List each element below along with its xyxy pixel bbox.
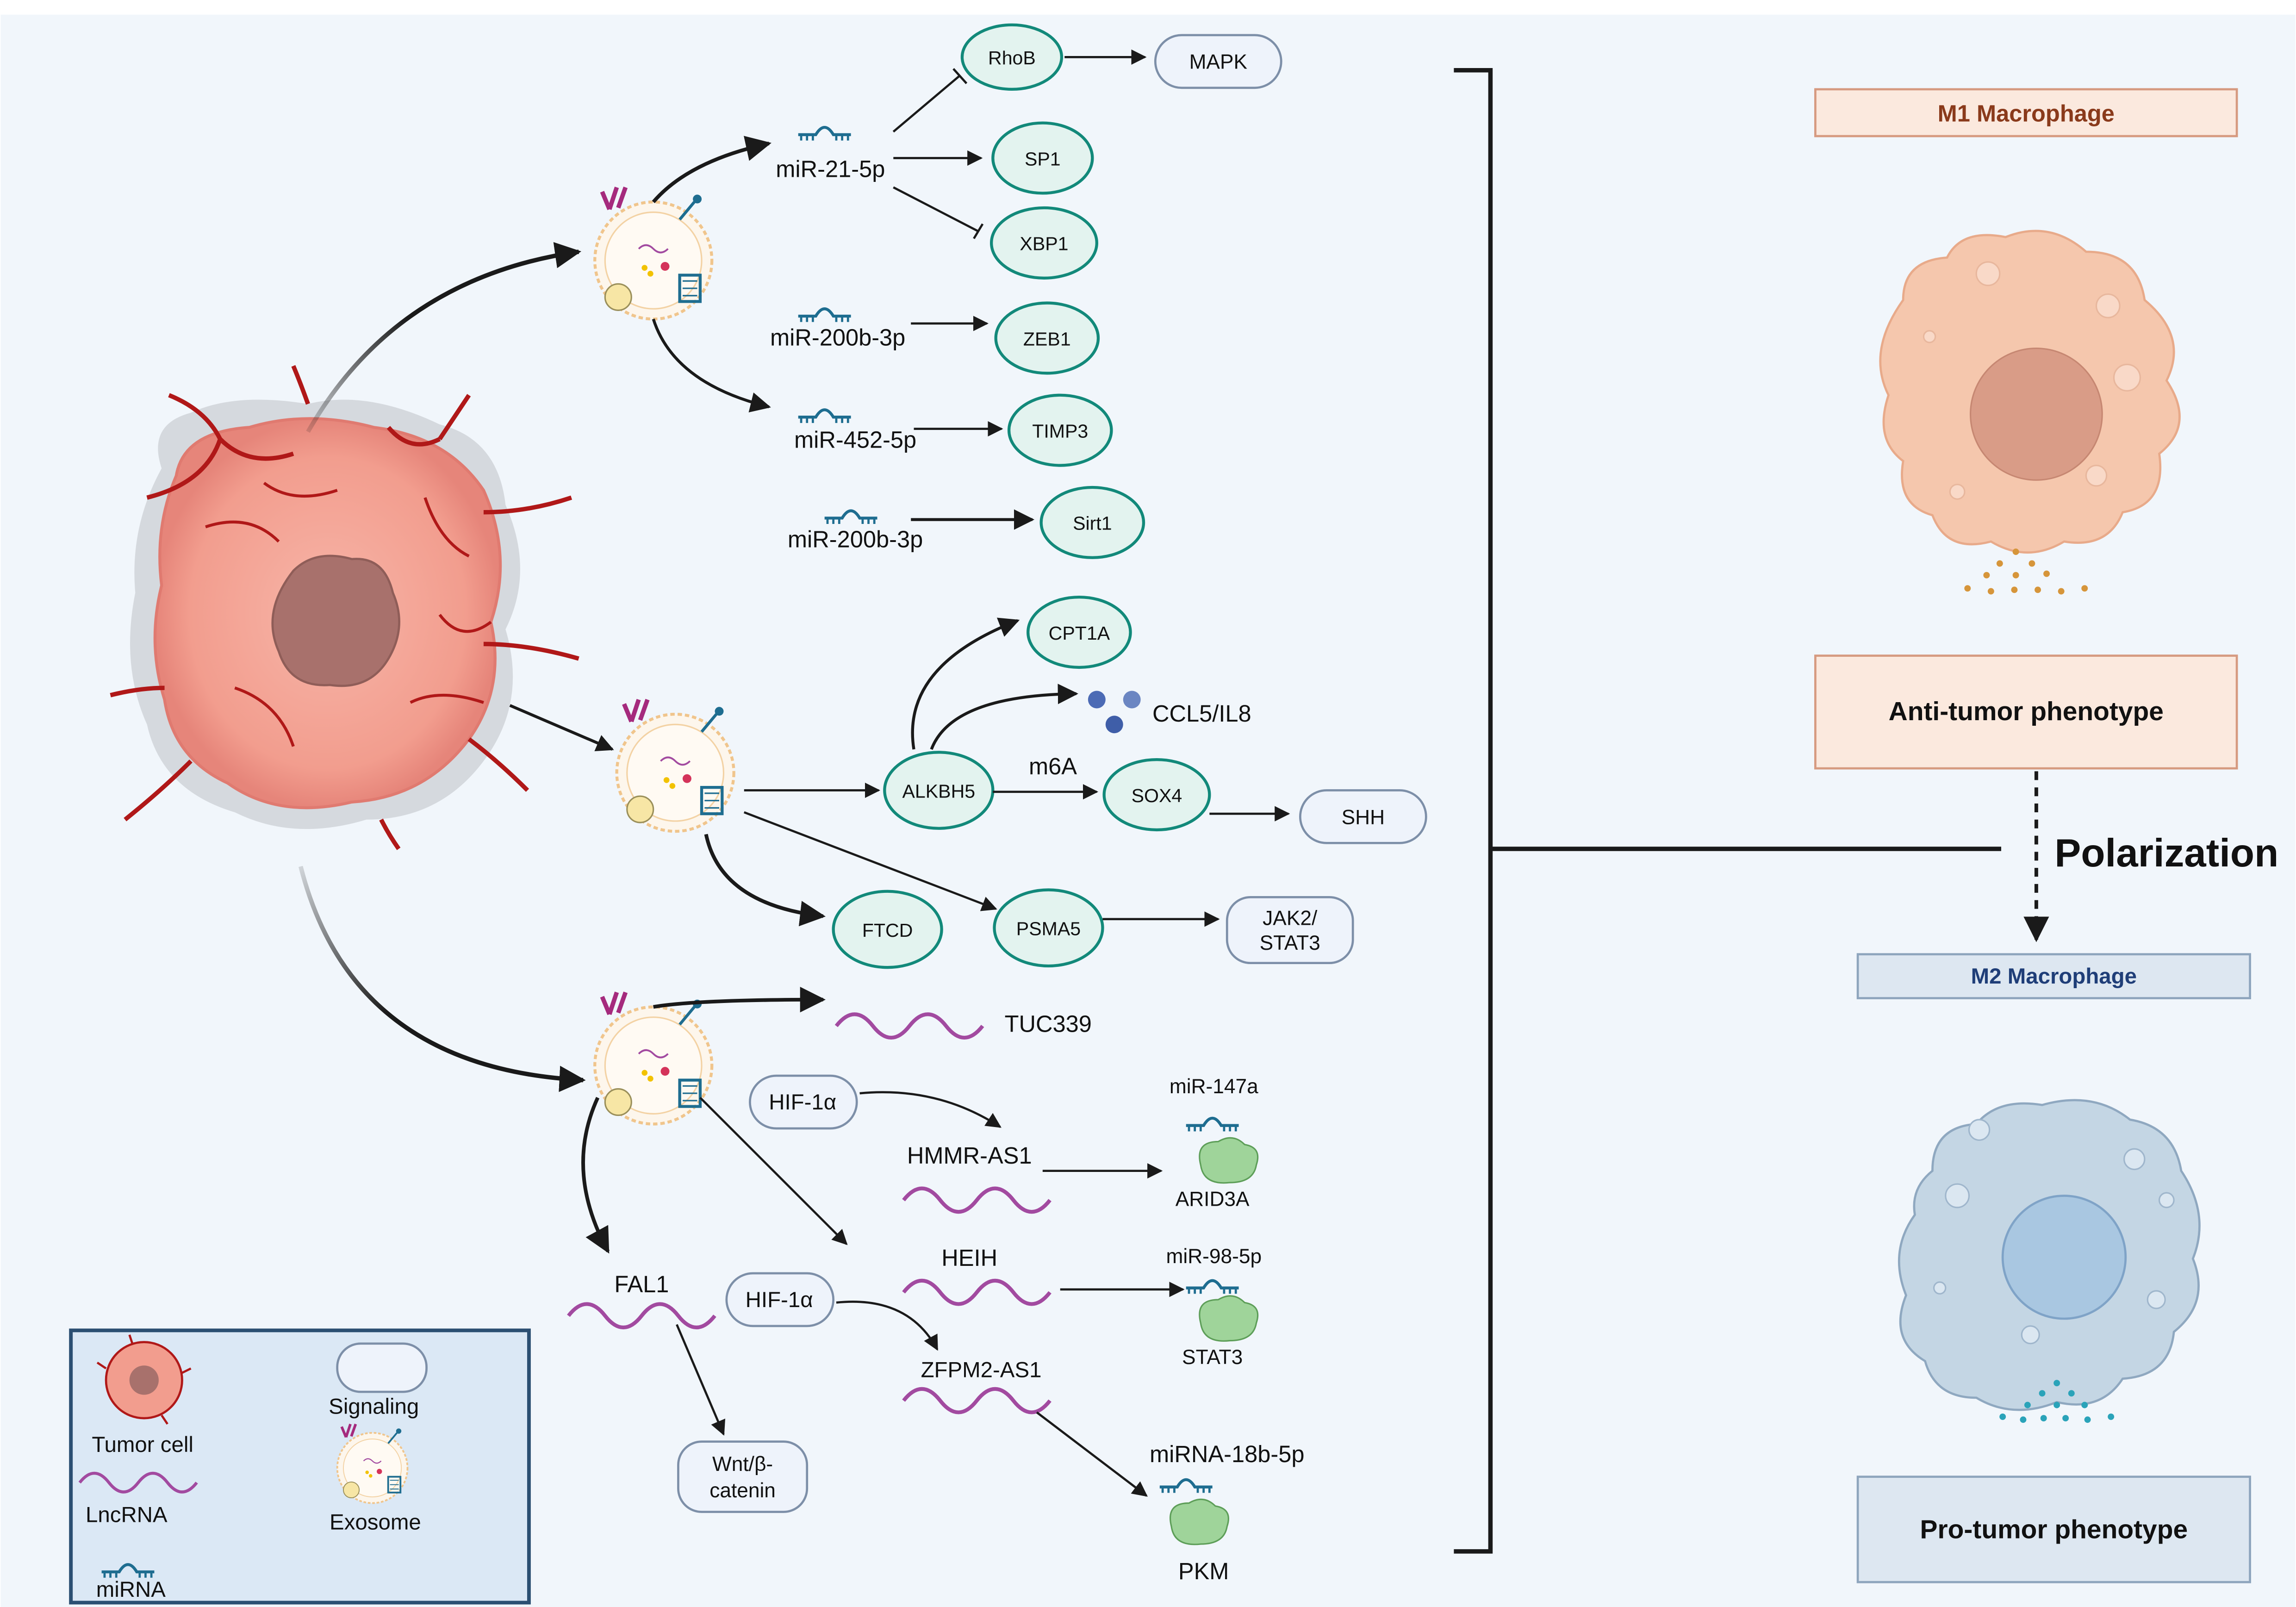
- wnt-catenin-node: Wnt/β- catenin: [677, 1440, 809, 1513]
- tumor-to-exosome-3-arrow: [299, 866, 586, 1092]
- exo3-to-tuc339-arrow: [653, 987, 826, 1013]
- legend-signaling-label: Signaling: [329, 1395, 419, 1419]
- tumor-to-exosome-2-arrow: [509, 704, 614, 751]
- stat3-label: STAT3: [1182, 1346, 1243, 1369]
- mapk-node: MAPK: [1154, 34, 1282, 89]
- svg-text:STAT3: STAT3: [1260, 932, 1320, 954]
- ftcd-node: FTCD: [832, 890, 943, 969]
- fal1-to-wnt-arrow: [676, 1324, 726, 1436]
- m2-title-box: M2 Macrophage: [1856, 953, 2251, 999]
- svg-text:CPT1A: CPT1A: [1049, 623, 1110, 644]
- alkbh5-to-cpt1a-arrow: [911, 617, 1020, 750]
- arid3a-label: ARID3A: [1176, 1188, 1250, 1211]
- svg-text:M1 Macrophage: M1 Macrophage: [1938, 100, 2115, 126]
- m1-macrophage-cell: [1879, 230, 2181, 554]
- alkbh5-node: ALKBH5: [883, 751, 995, 830]
- cpt1a-node: CPT1A: [1027, 595, 1132, 669]
- svg-text:ALKBH5: ALKBH5: [902, 780, 976, 802]
- psma5-node: PSMA5: [993, 888, 1104, 968]
- svg-text:SP1: SP1: [1025, 148, 1061, 169]
- rhob-node: RhoB: [960, 23, 1064, 91]
- svg-text:JAK2/: JAK2/: [1263, 907, 1318, 929]
- summary-bracket: [1454, 68, 1493, 1554]
- svg-text:HIF-1α: HIF-1α: [746, 1288, 813, 1312]
- legend-box: Tumor cell Signaling Exosome LncRNA miRN…: [69, 1328, 531, 1605]
- legend-lncrna-label: LncRNA: [86, 1503, 168, 1527]
- alkbh5-to-ccl5-arrow: [930, 684, 1078, 750]
- legend-tumor-cell-label: Tumor cell: [92, 1433, 193, 1457]
- exo3-to-heih-arrow: [699, 1096, 848, 1246]
- m6a-label: m6A: [1029, 753, 1077, 779]
- mir98-label: miR-98-5p: [1166, 1245, 1262, 1268]
- hif1a-to-hmmr-arrow: [859, 1091, 1002, 1128]
- shh-node: SHH: [1299, 789, 1427, 844]
- hmmr-label: HMMR-AS1: [907, 1142, 1032, 1169]
- mir452-label: miR-452-5p: [794, 427, 916, 453]
- m2-macrophage-cell: [1898, 1099, 2201, 1411]
- pro-tumor-phenotype-box: Pro-tumor phenotype: [1856, 1476, 2251, 1583]
- mir200b-a-label: miR-200b-3p: [770, 324, 905, 350]
- anti-tumor-phenotype-box: Anti-tumor phenotype: [1814, 654, 2238, 770]
- polarization-label: Polarization: [2054, 831, 2278, 875]
- m2-secreted-particles-icon: [1999, 1380, 2115, 1423]
- legend-signaling-icon: [336, 1342, 428, 1393]
- svg-text:FTCD: FTCD: [862, 920, 913, 941]
- svg-text:MAPK: MAPK: [1189, 51, 1248, 74]
- xbp1-node: XBP1: [989, 206, 1098, 280]
- zeb1-node: ZEB1: [994, 301, 1100, 375]
- tumor-cell: [110, 365, 579, 850]
- svg-text:PSMA5: PSMA5: [1016, 918, 1081, 940]
- jak2-stat3-node: JAK2/ STAT3: [1226, 896, 1354, 965]
- svg-text:Wnt/β-: Wnt/β-: [712, 1453, 773, 1476]
- sox4-node: SOX4: [1102, 758, 1211, 832]
- m1-secreted-particles-icon: [1964, 548, 2088, 595]
- svg-text:RhoB: RhoB: [988, 47, 1036, 69]
- exo3-to-fal1-arrow: [581, 1096, 610, 1254]
- exo2-to-psma5-arrow: [743, 811, 997, 911]
- mir21-inhibits-rhob: [892, 75, 960, 133]
- ccl5-label: CCL5/IL8: [1152, 700, 1251, 727]
- svg-text:HIF-1α: HIF-1α: [769, 1090, 836, 1115]
- svg-text:XBP1: XBP1: [1020, 233, 1068, 255]
- svg-text:catenin: catenin: [709, 1479, 776, 1502]
- pkm-label: PKM: [1178, 1558, 1229, 1584]
- hif1a-to-zfpm2-arrow: [836, 1301, 939, 1351]
- exo2-to-ftcd-arrow: [704, 834, 826, 927]
- tuc339-label: TUC339: [1005, 1010, 1092, 1037]
- legend-mirna-label: miRNA: [96, 1577, 166, 1602]
- sp1-node: SP1: [991, 121, 1094, 195]
- tumor-to-exosome-1-arrow: [306, 242, 582, 433]
- svg-text:SOX4: SOX4: [1132, 785, 1182, 806]
- zfpm2-to-pkm-arrow: [1036, 1411, 1148, 1497]
- mir147a-label: miR-147a: [1170, 1075, 1258, 1098]
- sirt1-node: Sirt1: [1039, 486, 1145, 559]
- svg-text:ZEB1: ZEB1: [1023, 328, 1071, 349]
- fal1-label: FAL1: [614, 1271, 669, 1297]
- zfpm2-label: ZFPM2-AS1: [921, 1358, 1042, 1383]
- svg-text:Anti-tumor phenotype: Anti-tumor phenotype: [1889, 697, 2164, 726]
- heih-label: HEIH: [941, 1245, 997, 1271]
- ccl5-cytokine-icon: [1088, 691, 1141, 734]
- legend-exosome-label: Exosome: [330, 1510, 421, 1534]
- svg-text:Sirt1: Sirt1: [1073, 513, 1112, 534]
- svg-text:Pro-tumor phenotype: Pro-tumor phenotype: [1920, 1514, 2188, 1544]
- mir200b-b-label: miR-200b-3p: [788, 526, 923, 553]
- hif1a-b-node: HIF-1α: [725, 1272, 835, 1327]
- m1-title-box: M1 Macrophage: [1814, 88, 2238, 137]
- exo1-to-mir452-arrow: [652, 318, 771, 413]
- mir21-label: miR-21-5p: [776, 156, 885, 182]
- legend-tumor-cell-icon: [96, 1334, 192, 1425]
- mir21-inhibits-xbp1: [893, 186, 979, 232]
- exo1-to-mir21-arrow: [652, 136, 772, 203]
- hif1a-a-node: HIF-1α: [749, 1074, 858, 1130]
- svg-text:SHH: SHH: [1342, 806, 1385, 828]
- svg-text:TIMP3: TIMP3: [1032, 420, 1088, 442]
- timp3-node: TIMP3: [1007, 393, 1113, 467]
- mir18b-label: miRNA-18b-5p: [1150, 1441, 1305, 1467]
- svg-text:M2 Macrophage: M2 Macrophage: [1971, 964, 2137, 989]
